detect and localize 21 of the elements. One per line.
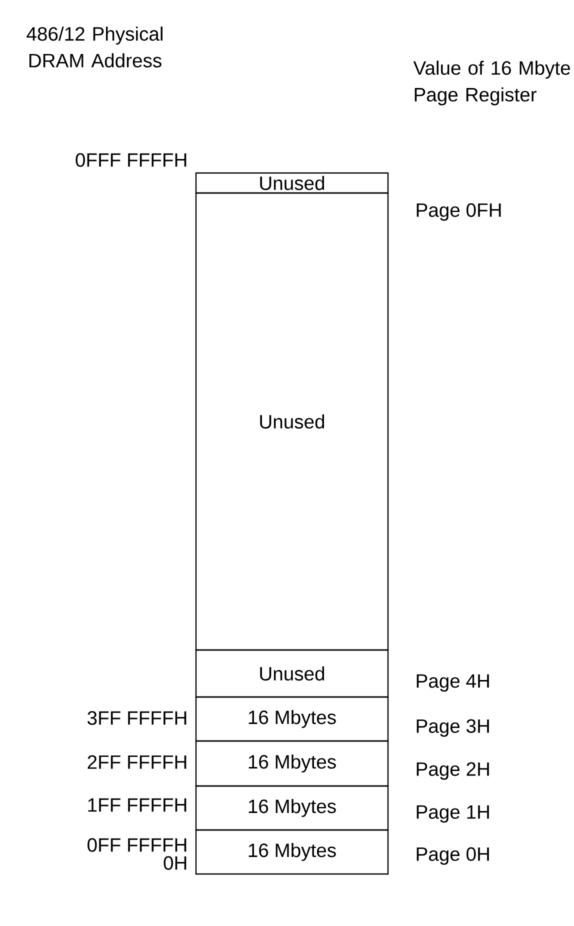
address-label: 0FF FFFFH — [88, 838, 186, 852]
page-label: Page 4H — [416, 674, 489, 692]
memory-block: 16 Mbytes — [195, 740, 389, 787]
column-heading: 486/12 Physical DRAM Address — [26, 26, 162, 68]
memory-block: Unused — [195, 192, 389, 651]
column-heading: Value of 16 Mbyte Page Register — [413, 60, 570, 106]
address-label: 1FF FFFFH — [88, 798, 186, 812]
memory-block: 16 Mbytes — [195, 696, 389, 742]
memory-block: 16 Mbytes — [195, 785, 389, 831]
memory-block: Unused — [195, 649, 389, 698]
page-label: Page 0H — [416, 847, 489, 865]
page-label: Page 3H — [416, 719, 489, 737]
address-label: 0H — [164, 856, 186, 870]
address-label: 2FF FFFFH — [88, 755, 186, 769]
memory-block: 16 Mbytes — [195, 829, 389, 875]
page-label: Page 2H — [416, 762, 489, 780]
page-label: Page 0FH — [416, 203, 501, 221]
address-label: 3FF FFFFH — [88, 711, 186, 725]
page-label: Page 1H — [416, 805, 489, 823]
memory-block: Unused — [195, 172, 389, 194]
address-label: 0FFF FFFFH — [76, 153, 186, 167]
